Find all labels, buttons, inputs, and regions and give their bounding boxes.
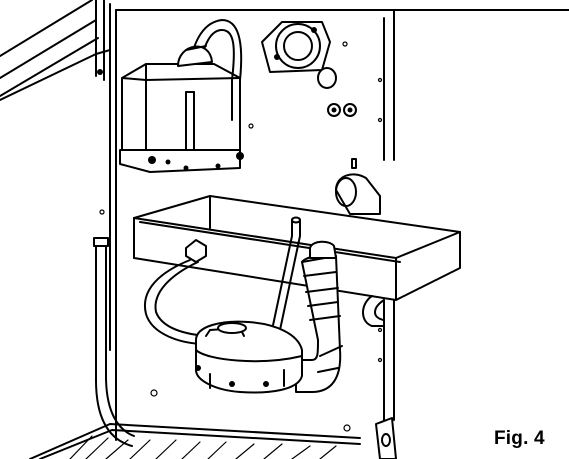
bottom-grate [29,417,397,459]
elbow-fitting [335,173,381,215]
round-fitting [261,21,337,89]
left-cabinet-frame [0,0,111,351]
switch-hose [177,19,243,121]
inducer-motor [195,320,303,394]
wire-harness [143,239,207,345]
back-panel [99,9,395,441]
pressure-switch [119,63,244,173]
panel-holes [327,103,357,169]
drain-tray [133,195,461,327]
drain-tube [271,216,301,331]
left-hose [93,237,135,447]
corrugated-drain-pipe [295,240,343,393]
figure-caption: Fig. 4 [494,428,545,449]
